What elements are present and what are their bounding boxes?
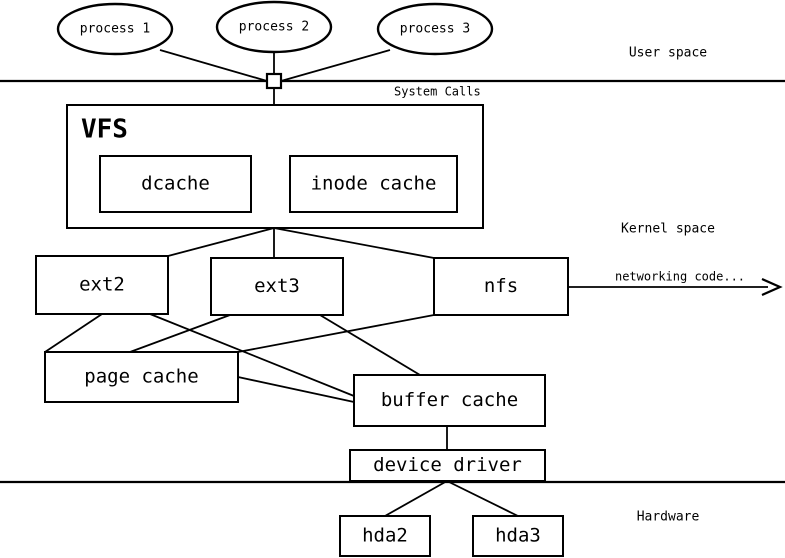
box-ext2[interactable]: ext2 [35,255,169,315]
ext2-rect [35,255,169,315]
device-to-hda2 [384,480,448,517]
ext2-label: ext2 [79,274,125,296]
zone-label-kernel: Kernel space [621,222,715,237]
ext3-to-buffer-cache [319,314,421,376]
networking-arrow-group: networking code... [568,270,783,297]
zone-label-hardware: Hardware [637,510,700,525]
page-cache-to-buffer [237,376,355,403]
inode-cache-rect [289,155,458,213]
process-ellipses-group: process 1 process 2 process 3 [56,0,494,56]
nfs-to-page-cache [237,314,435,353]
box-buffer-cache[interactable]: buffer cache [353,374,546,427]
page-cache-rect [44,351,239,403]
syscall-junction-group [265,72,283,90]
syscall-junction [265,72,283,90]
ext2-to-buffer-cache [149,313,355,397]
networking-code-label: networking code... [615,270,745,284]
dcache-rect [99,155,252,213]
vfs-to-nfs [273,227,435,259]
process-2[interactable]: process 2 [215,0,333,54]
vfs-to-ext2 [167,227,275,257]
dcache-label: dcache [141,173,210,195]
device-driver-label: device driver [373,454,522,476]
inode-cache-label: inode cache [311,173,437,195]
process-3[interactable]: process 3 [376,2,494,56]
process-3-label: process 3 [400,22,470,37]
process-2-label: process 2 [239,20,309,35]
connector-lines-group [44,49,519,517]
box-ext3[interactable]: ext3 [210,257,344,316]
proc3-to-junction [280,49,391,82]
process-2-ellipse [215,0,333,54]
process-3-ellipse [376,2,494,56]
box-nfs[interactable]: nfs [433,257,569,316]
hda2-rect [339,515,431,557]
boxes-group: VFS dcache inode cache ext2 ext3 nfs page cach… [35,104,569,557]
vfs-label: VFS [81,115,128,145]
ext3-rect [210,257,344,316]
ext3-to-page-cache [129,314,231,353]
box-device-driver[interactable]: device driver [349,449,546,482]
process-1[interactable]: process 1 [56,2,174,56]
box-dcache[interactable]: dcache [99,155,252,213]
device-to-hda3 [446,480,519,517]
page-cache-label: page cache [84,366,198,388]
device-driver-rect [349,449,546,482]
nfs-label: nfs [484,275,518,297]
networking-arrowhead-icon [761,277,783,297]
hda3-label: hda3 [495,525,541,547]
process-1-ellipse [56,2,174,56]
system-calls-label: System Calls [394,85,481,99]
buffer-cache-rect [353,374,546,427]
process-1-label: process 1 [80,22,150,37]
box-page-cache[interactable]: page cache [44,351,239,403]
nfs-rect [433,257,569,316]
zone-label-user: User space [629,46,707,61]
buffer-cache-label: buffer cache [381,389,518,411]
proc1-to-junction [159,49,268,82]
ext3-label: ext3 [254,275,300,297]
box-hda2[interactable]: hda2 [339,515,431,557]
box-hda3[interactable]: hda3 [472,515,564,557]
box-inode-cache[interactable]: inode cache [289,155,458,213]
hda3-rect [472,515,564,557]
ext2-to-page-cache [44,313,103,353]
hda2-label: hda2 [362,525,408,547]
